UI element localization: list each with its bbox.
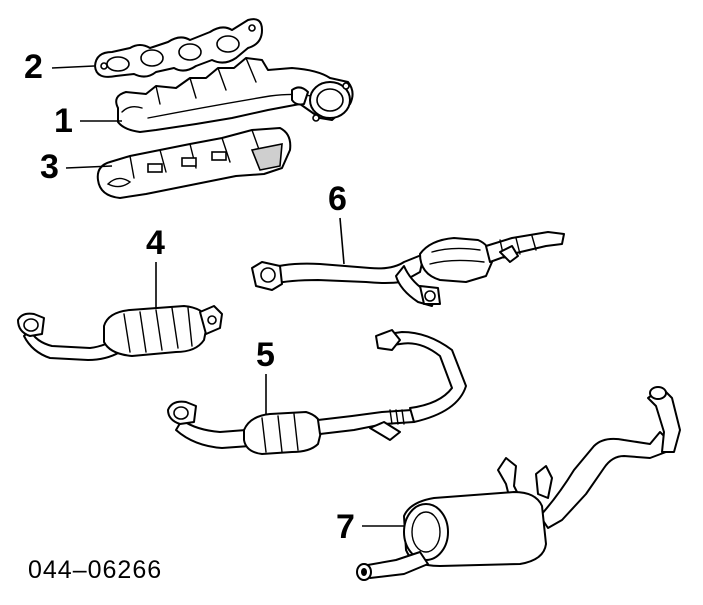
exhaust-manifold	[115, 57, 354, 133]
callout-7: 7	[336, 508, 355, 546]
callout-1: 1	[54, 102, 73, 140]
tailpipe-muffler-assembly	[356, 386, 681, 581]
callout-5: 5	[256, 336, 275, 374]
callout-6: 6	[328, 180, 347, 218]
front-exhaust-pipe-with-converter	[251, 231, 565, 307]
callout-2: 2	[24, 48, 43, 86]
callout-3: 3	[40, 148, 59, 186]
manifold-heat-insulator	[96, 127, 292, 199]
figure-code: 044–06266	[28, 556, 163, 584]
callout-4: 4	[146, 224, 165, 262]
center-exhaust-pipe	[167, 329, 467, 455]
manifold-gasket	[94, 18, 263, 78]
catalytic-converter	[17, 305, 223, 361]
